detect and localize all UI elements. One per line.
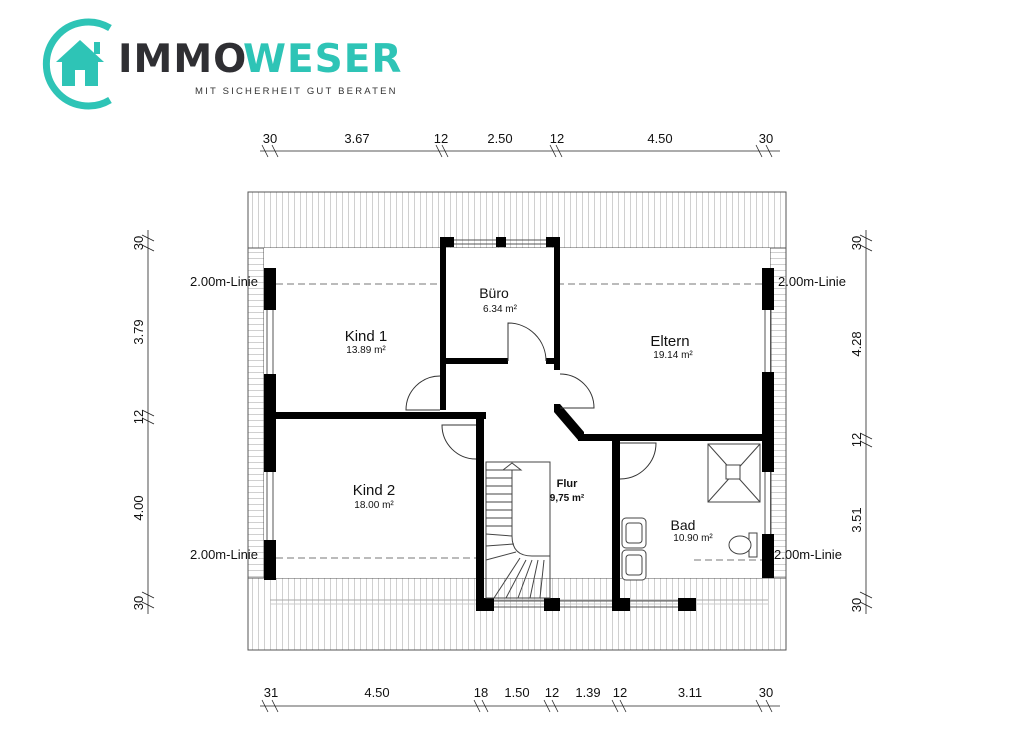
house-logo-icon xyxy=(42,18,112,110)
dim-top-label: 3.67 xyxy=(344,131,369,146)
dimension-labels-left: 30 3.79 12 4.00 30 xyxy=(131,236,146,610)
dim-bottom-label: 4.50 xyxy=(364,685,389,700)
windows xyxy=(266,239,772,608)
room-name-buero: Büro xyxy=(479,285,509,301)
room-area-kind2: 18.00 m² xyxy=(354,500,394,511)
room-name-kind2: Kind 2 xyxy=(353,482,396,499)
dim-top-label: 30 xyxy=(263,131,277,146)
dim-left-label: 3.79 xyxy=(131,319,146,344)
room-name-eltern: Eltern xyxy=(650,333,689,350)
dimension-labels-right: 30 4.28 12 3.51 30 xyxy=(849,236,864,612)
dim-left-label: 12 xyxy=(131,410,146,424)
dim-top-label: 12 xyxy=(550,131,564,146)
dim-right-label: 30 xyxy=(849,236,864,250)
staircase xyxy=(485,461,551,599)
brand-name-part1: IMMO xyxy=(118,37,248,82)
dim-top-label: 2.50 xyxy=(487,131,512,146)
dim-right-label: 4.28 xyxy=(849,331,864,356)
room-name-kind1: Kind 1 xyxy=(345,328,388,345)
line-label-top-left: 2.00m-Linie xyxy=(190,274,258,289)
line-labels: 2.00m-Linie 2.00m-Linie 2.00m-Linie 2.00… xyxy=(190,274,846,562)
room-labels: Büro 6.34 m² Kind 1 13.89 m² Eltern 19.1… xyxy=(345,285,714,544)
dim-top-label: 4.50 xyxy=(647,131,672,146)
dim-top-label: 12 xyxy=(434,131,448,146)
line-label-bottom-right: 2.00m-Linie xyxy=(774,547,842,562)
dim-right-label: 12 xyxy=(849,433,864,447)
room-area-eltern: 19.14 m² xyxy=(653,350,693,361)
room-name-bad: Bad xyxy=(671,517,696,533)
room-area-flur: 9,75 m² xyxy=(550,493,585,504)
company-logo xyxy=(30,14,430,114)
room-name-flur: Flur xyxy=(557,478,578,490)
dimension-chain-left xyxy=(141,230,155,614)
dim-top-label: 30 xyxy=(759,131,773,146)
dim-right-label: 30 xyxy=(849,598,864,612)
doors xyxy=(405,322,657,480)
dim-right-label: 3.51 xyxy=(849,507,864,532)
two-meter-lines xyxy=(276,283,762,561)
dimension-chain-right xyxy=(859,230,873,614)
brand-tagline: MIT SICHERHEIT GUT BERATEN xyxy=(195,86,398,97)
brand-name-part2: WESER xyxy=(243,37,403,82)
dim-bottom-label: 18 xyxy=(474,685,488,700)
dim-bottom-label: 31 xyxy=(264,685,278,700)
room-area-kind1: 13.89 m² xyxy=(346,345,386,356)
dim-bottom-label: 1.50 xyxy=(504,685,529,700)
line-label-bottom-left: 2.00m-Linie xyxy=(190,547,258,562)
dimension-labels-top: 30 3.67 12 2.50 12 4.50 30 xyxy=(263,131,773,146)
room-area-buero: 6.34 m² xyxy=(483,304,518,315)
dim-left-label: 4.00 xyxy=(131,495,146,520)
dimension-chain-bottom xyxy=(260,699,780,713)
walls xyxy=(264,237,774,611)
dim-bottom-label: 12 xyxy=(613,685,627,700)
dim-bottom-label: 3.11 xyxy=(678,685,702,700)
line-label-top-right: 2.00m-Linie xyxy=(778,274,846,289)
roof-overhang xyxy=(247,191,787,651)
dim-bottom-label: 12 xyxy=(545,685,559,700)
dim-bottom-label: 30 xyxy=(759,685,773,700)
dim-bottom-label: 1.39 xyxy=(575,685,600,700)
dim-left-label: 30 xyxy=(131,236,146,250)
room-area-bad: 10.90 m² xyxy=(673,533,713,544)
dimension-labels-bottom: 31 4.50 18 1.50 12 1.39 12 3.11 30 xyxy=(264,685,773,700)
bathroom-fixtures xyxy=(621,443,761,581)
dim-left-label: 30 xyxy=(131,596,146,610)
dimension-chain-top xyxy=(260,144,780,158)
